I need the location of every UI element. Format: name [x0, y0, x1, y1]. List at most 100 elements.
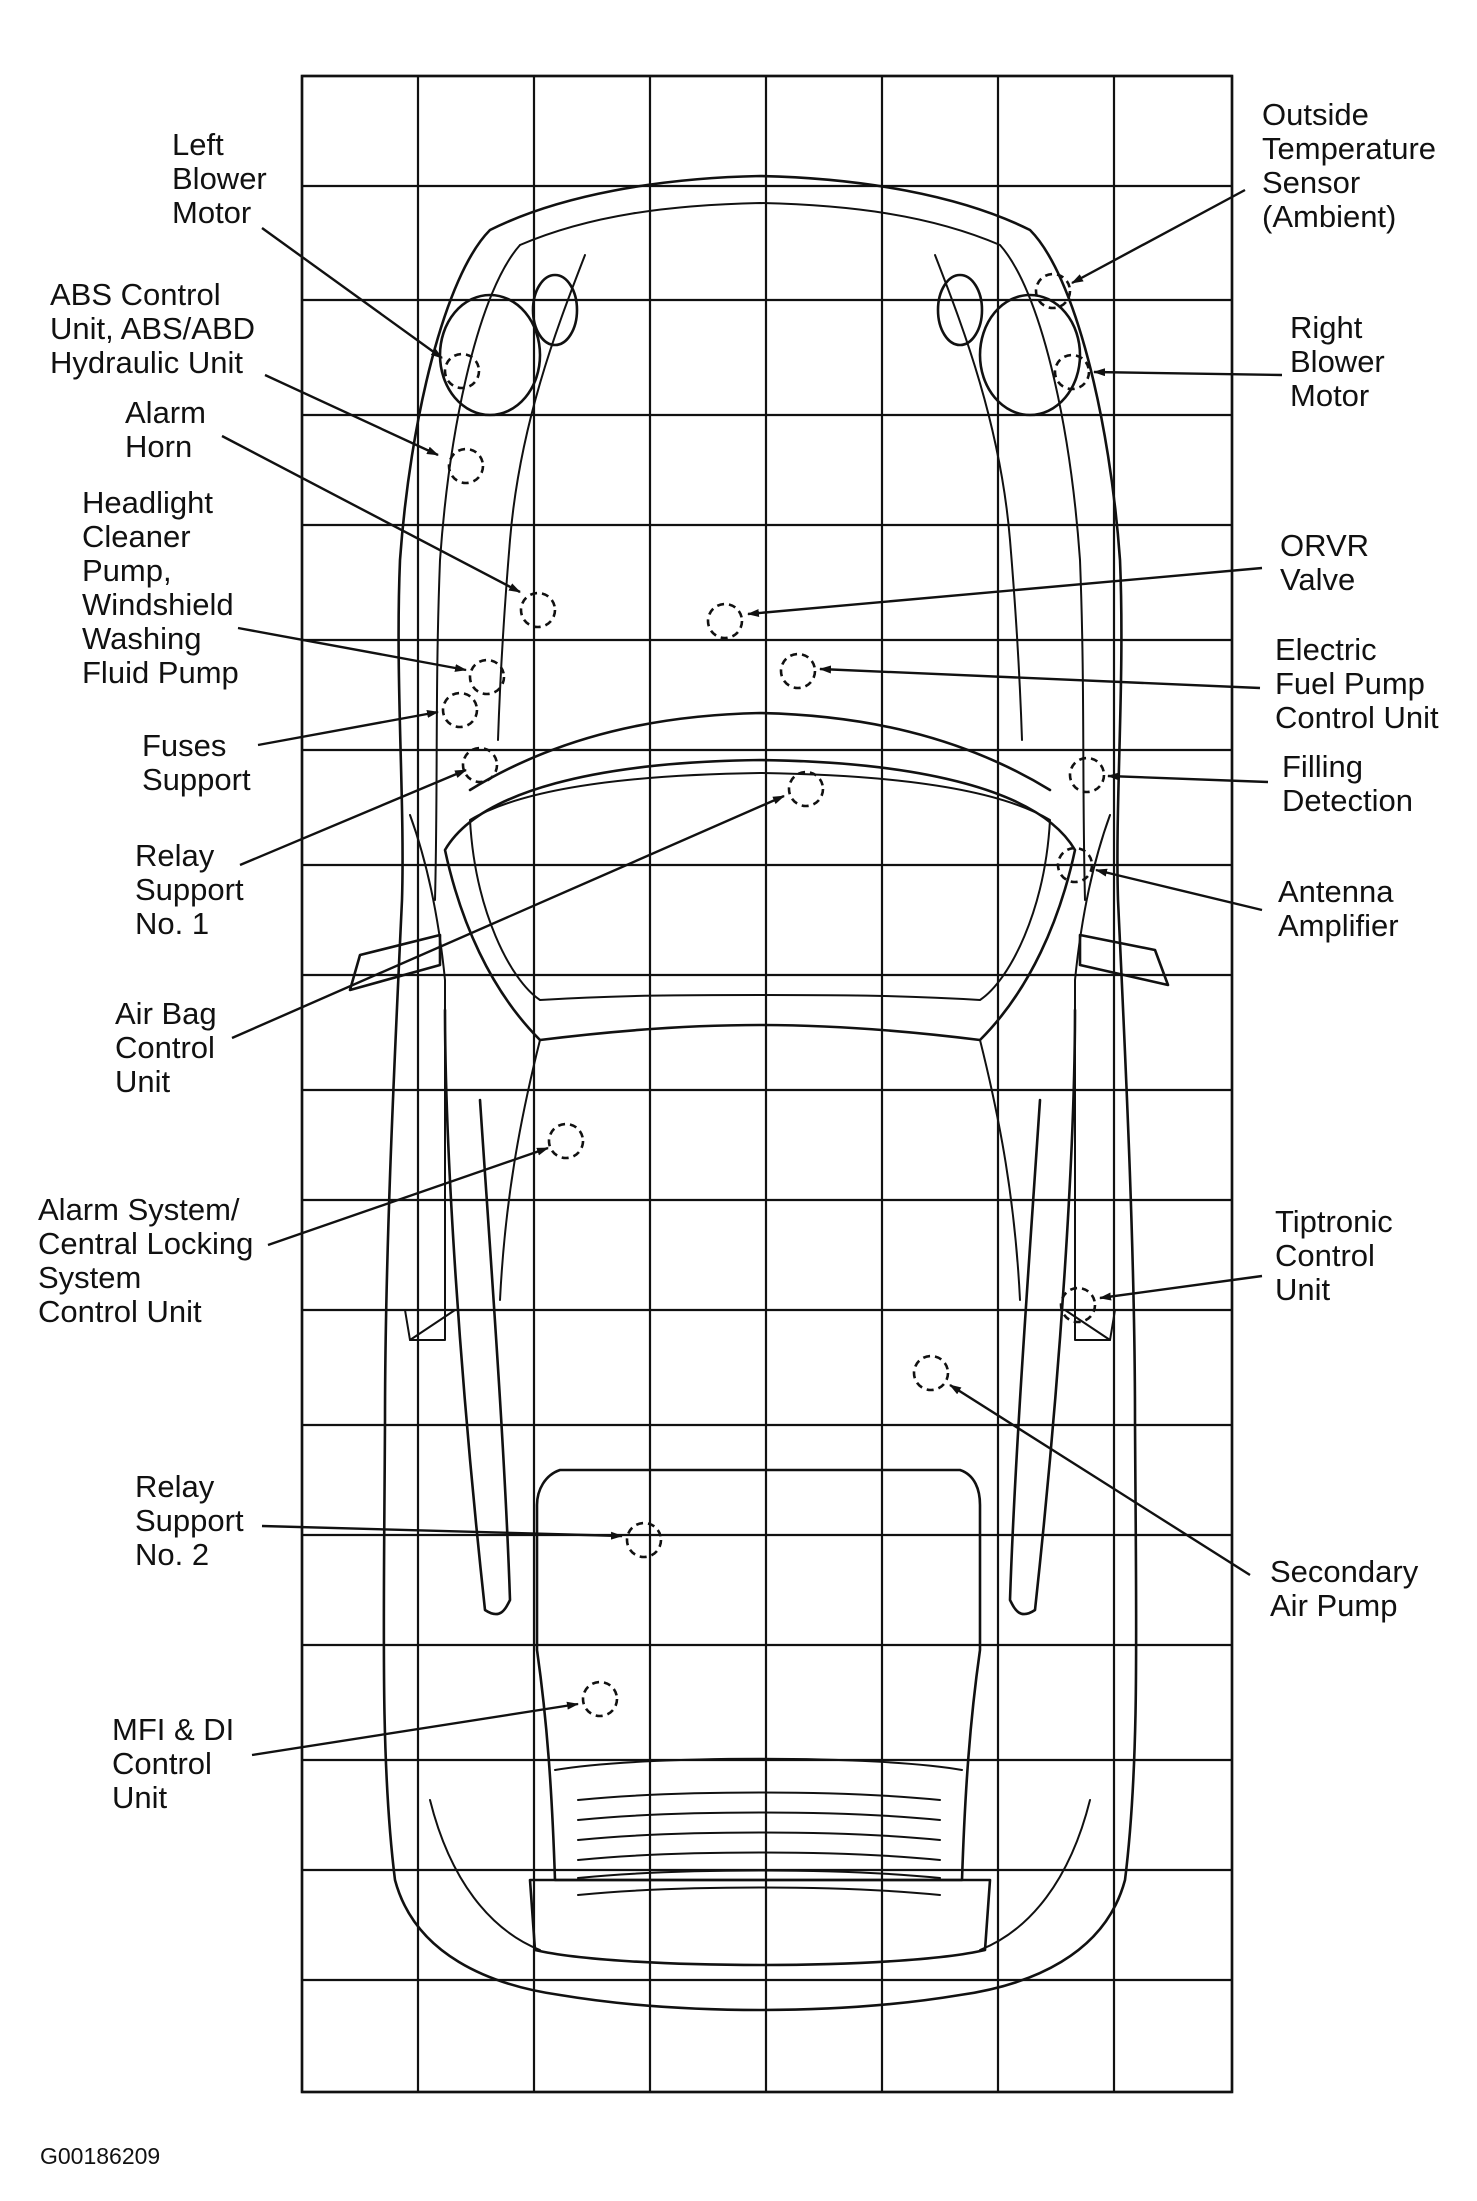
antenna-amplifier-leader	[1095, 868, 1263, 912]
right-door	[1074, 814, 1111, 1341]
outside-temperature-sensor-label-line: Temperature	[1262, 131, 1436, 166]
right-rear-blade	[1008, 1008, 1077, 1616]
alarm-horn-leader	[221, 434, 521, 594]
windshield-inner	[469, 772, 1051, 1001]
filling-detection-marker	[1068, 756, 1106, 794]
relay-support-1-leader	[239, 768, 467, 867]
alarm-horn-label-line: Horn	[125, 429, 192, 464]
car-outline	[348, 174, 1170, 2012]
outside-temperature-sensor-marker	[1034, 272, 1072, 310]
headlight-cleaner-pump-label-line: Fluid Pump	[82, 655, 239, 690]
air-bag-control-unit-marker	[787, 770, 825, 808]
car-inner-body-left	[434, 244, 521, 901]
leader-lines	[221, 188, 1283, 1757]
abs-control-unit-label-line: Unit, ABS/ABD	[50, 311, 255, 346]
mfi-di-control-unit-label-line: MFI & DI	[112, 1712, 234, 1747]
right-headlight-small	[936, 273, 984, 347]
rear-right-haunch	[979, 1799, 1091, 1951]
left-blower-motor-label-line: Motor	[172, 195, 251, 230]
mfi-di-control-unit-label-line: Unit	[112, 1780, 168, 1815]
air-bag-control-unit-label-line: Unit	[115, 1064, 171, 1099]
relay-support-2-label-line: No. 2	[135, 1537, 209, 1572]
antenna-amplifier-label-line: Antenna	[1278, 874, 1394, 909]
cowl	[468, 711, 1052, 792]
car-outer-body	[382, 174, 1138, 2012]
relay-support-2-label-line: Relay	[135, 1469, 215, 1504]
relay-support-2-leader	[261, 1524, 623, 1540]
mfi-di-control-unit-marker	[581, 1680, 619, 1718]
left-blower-motor-leader	[261, 227, 443, 359]
abs-control-unit-label-line: Hydraulic Unit	[50, 345, 243, 380]
alarm-system-control-unit-leader	[267, 1146, 549, 1247]
outside-temperature-sensor-label-line: Sensor	[1262, 165, 1360, 200]
left-mirror	[348, 933, 442, 992]
relay-support-1-label-line: Relay	[135, 838, 215, 873]
electric-fuel-pump-control-unit-label-line: Electric	[1275, 632, 1377, 667]
right-blower-motor-label-line: Motor	[1290, 378, 1369, 413]
rear-bumper	[528, 1878, 992, 1967]
relay-support-1-label-line: Support	[135, 872, 244, 907]
rear-left-haunch	[429, 1799, 541, 1951]
hood-right-line	[934, 254, 1023, 741]
headlight-cleaner-pump-label-line: Cleaner	[82, 519, 191, 554]
air-bag-control-unit-label-line: Control	[115, 1030, 215, 1065]
right-mirror	[1078, 933, 1170, 987]
left-pillar	[499, 1039, 541, 1301]
rear-grille	[577, 1791, 941, 1896]
tiptronic-control-unit-marker	[1059, 1286, 1097, 1324]
left-door-cut	[404, 1309, 456, 1341]
abs-control-unit-leader	[264, 373, 439, 457]
antenna-amplifier-label-line: Amplifier	[1278, 908, 1399, 943]
figure-id: G00186209	[40, 2143, 160, 2169]
headlight-cleaner-pump-label-line: Washing	[82, 621, 201, 656]
left-headlight-small	[531, 273, 579, 347]
relay-support-1-marker	[461, 746, 499, 784]
alarm-horn-label-line: Alarm	[125, 395, 206, 430]
tiptronic-control-unit-label-line: Control	[1275, 1238, 1375, 1273]
windshield-outer	[443, 758, 1077, 1042]
grid-frame	[300, 74, 1234, 2094]
fuses-support-label-line: Fuses	[142, 728, 226, 763]
outside-temperature-sensor-label-line: (Ambient)	[1262, 199, 1396, 234]
fuses-support-marker	[441, 691, 479, 729]
antenna-amplifier-marker	[1056, 846, 1094, 884]
headlight-cleaner-pump-label-line: Pump,	[82, 553, 172, 588]
fuses-support-label-line: Support	[142, 762, 251, 797]
electric-fuel-pump-control-unit-label-line: Control Unit	[1275, 700, 1439, 735]
air-bag-control-unit-label-line: Air Bag	[115, 996, 217, 1031]
left-blower-motor-label-line: Left	[172, 127, 224, 162]
relay-support-2-marker	[625, 1521, 663, 1559]
air-bag-control-unit-leader	[231, 794, 785, 1040]
headlight-cleaner-pump-leader	[237, 626, 467, 672]
filling-detection-label-line: Filling	[1282, 749, 1363, 784]
right-blower-motor-leader	[1093, 368, 1283, 377]
right-blower-motor-label-line: Right	[1290, 310, 1363, 345]
car-inner-body	[519, 202, 1086, 901]
relay-support-2-label-line: Support	[135, 1503, 244, 1538]
tiptronic-control-unit-label-line: Tiptronic	[1275, 1204, 1393, 1239]
right-door-cut	[1064, 1309, 1116, 1341]
headlight-cleaner-pump-label-line: Headlight	[82, 485, 213, 520]
right-blower-motor-marker	[1053, 353, 1091, 391]
orvr-valve-label-line: Valve	[1280, 562, 1355, 597]
orvr-valve-leader	[747, 566, 1263, 618]
headlight-cleaner-pump-marker	[468, 658, 506, 696]
orvr-valve-label-line: ORVR	[1280, 528, 1369, 563]
secondary-air-pump-leader	[949, 1383, 1251, 1577]
electric-fuel-pump-control-unit-marker	[779, 652, 817, 690]
